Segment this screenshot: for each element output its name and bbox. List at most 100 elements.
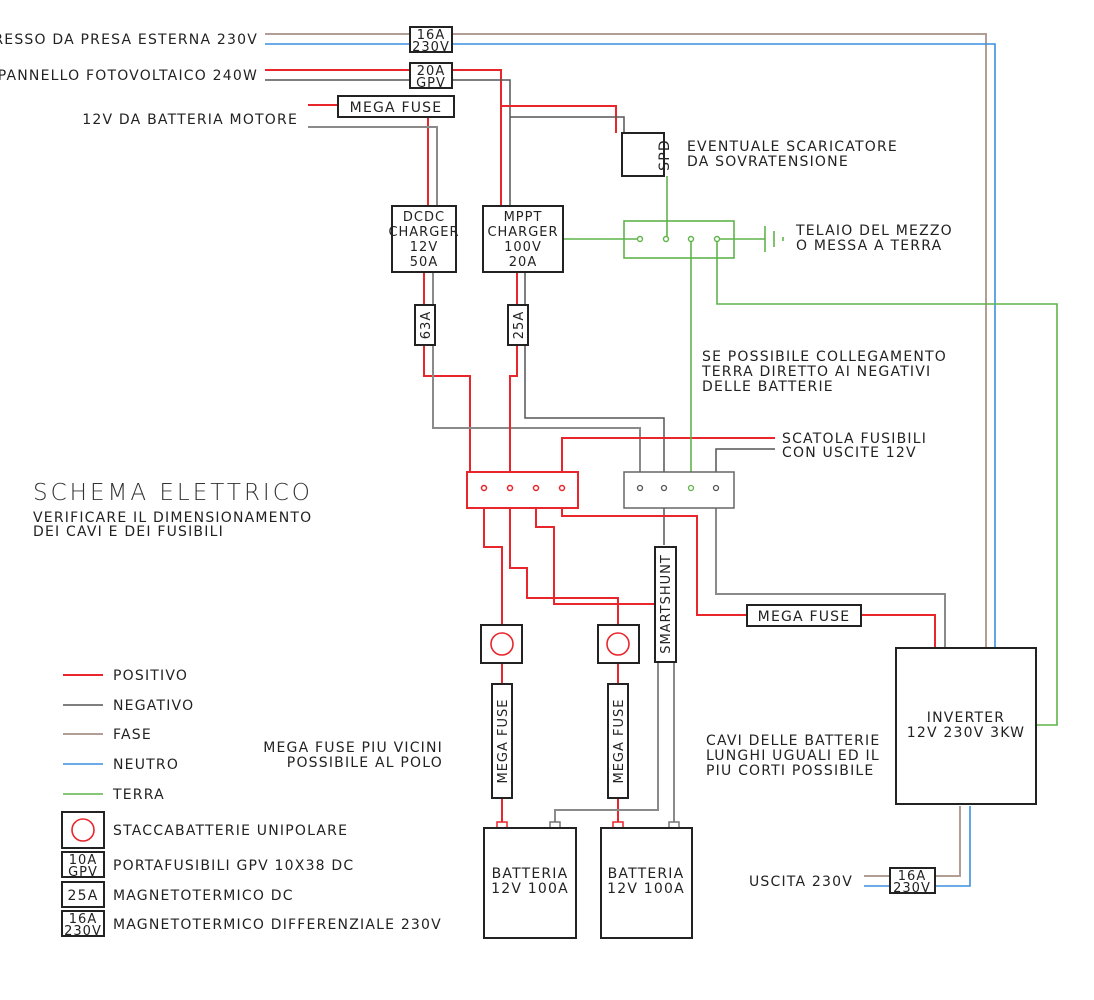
wire-negbus-to-inverter [715,500,946,648]
wire-busbar-to-disconnect-2 [509,490,619,625]
legend-item-differenziale: 16A 230V MAGNETOTERMICO DIFFERENZIALE 23… [61,910,442,939]
wire-spd-pos [501,105,617,133]
wire-input-neutral-run [452,43,996,648]
svg-text:12V 100A: 12V 100A [491,881,569,897]
earth-note-line-1: SE POSSIBILE COLLEGAMENTO [702,349,947,365]
engine-mega-fuse: MEGA FUSE [337,95,455,118]
dcdc-breaker-63a: 63A [414,304,436,346]
svg-text:63A: 63A [419,311,434,339]
wire-dcdc-neg [432,272,641,490]
battery-fuse-note-line-1: MEGA FUSE PIU VICINI [263,740,443,756]
battery-fuse-note-line-2: POSSIBILE AL POLO [287,755,443,771]
svg-text:25A: 25A [512,311,527,339]
svg-text:25A: 25A [68,888,99,904]
svg-text:12V 100A: 12V 100A [607,881,685,897]
wire-busbar-to-inverter-fuse [561,500,747,616]
svg-text:TERRA: TERRA [112,787,165,803]
wire-input-phase-run [452,33,987,648]
wire-output-neutral [935,806,971,887]
svg-text:INVERTER: INVERTER [927,710,1005,726]
svg-text:100V: 100V [504,240,542,255]
output-breaker: 16A 230V [889,867,936,896]
smartshunt: SMARTSHUNT [654,546,677,663]
svg-text:MPPT: MPPT [504,210,543,225]
svg-text:SMARTSHUNT: SMARTSHUNT [659,554,674,654]
legend-item-portafusibili: 10A GPV PORTAFUSIBILI GPV 10X38 DC [61,851,354,880]
battery-cable-note-line-3: PIU CORTI POSSIBILE [706,763,874,779]
svg-text:NEUTRO: NEUTRO [113,757,179,773]
inverter: INVERTER 12V 230V 3KW [895,647,1037,805]
earth-busbar [623,220,735,259]
chassis-ground-icon [764,226,784,252]
wire-solar-pos [452,69,502,206]
wire-output-phase [935,806,961,877]
svg-text:MEGA FUSE: MEGA FUSE [350,100,443,116]
svg-text:NEGATIVO: NEGATIVO [113,698,194,714]
svg-text:230V: 230V [64,924,102,939]
wires [265,33,1058,887]
svg-text:50A: 50A [410,255,438,270]
battery-disconnect-1[interactable] [480,624,523,664]
battery-2: BATTERIA 12V 100A [600,821,693,939]
svg-text:DCDC: DCDC [403,210,445,225]
svg-text:MEGA FUSE: MEGA FUSE [496,699,511,784]
svg-text:16A: 16A [417,28,445,43]
schematic-title: SCHEMA ELETTRICO [33,480,313,506]
wire-busbar-to-disconnect-1 [483,490,503,625]
schematic-subtitle-line-1: VERIFICARE IL DIMENSIONAMENTO [33,510,312,526]
wire-megafuse-to-inverter [861,614,936,648]
svg-text:20A: 20A [417,64,445,79]
wire-earth-to-inverter [716,239,1058,726]
schematic-subtitle-line-2: DEI CAVI E DEI FUSIBILI [33,524,224,540]
wire-mppt-pos-busbar [509,345,518,490]
negative-busbar [623,471,735,509]
wire-spd-neg [510,116,625,133]
svg-text:BATTERIA: BATTERIA [608,866,685,882]
legend-item-magnetotermico-dc: 25A MAGNETOTERMICO DC [61,881,292,908]
grid-input-label: INGRESSO DA PRESA ESTERNA 230V [0,32,258,48]
legend-item-neutro: NEUTRO [63,757,179,773]
spd-note-line-1: EVENTUALE SCARICATORE [687,139,898,155]
svg-text:STACCABATTERIE UNIPOLARE: STACCABATTERIE UNIPOLARE [113,823,348,839]
ground-note-line-1: TELAIO DEL MEZZO [795,223,953,239]
ground-note-line-2: O MESSA A TERRA [796,238,942,254]
battery-cable-note-line-1: CAVI DELLE BATTERIE [706,733,880,749]
battery-1-mega-fuse: MEGA FUSE [491,683,513,799]
surge-protector: SPD [621,132,673,177]
svg-text:MEGA FUSE: MEGA FUSE [612,699,627,784]
solar-panel-label: PANNELLO FOTOVOLTAICO 240W [0,68,258,84]
engine-battery-label: 12V DA BATTERIA MOTORE [82,112,298,128]
output-label: USCITA 230V [749,874,853,890]
svg-text:POSITIVO: POSITIVO [113,668,188,684]
svg-text:FASE: FASE [113,727,152,743]
battery-1: BATTERIA 12V 100A [483,821,577,939]
wire-solar-neg [452,79,511,206]
fusebox-note-line-1: SCATOLA FUSIBILI [782,431,927,447]
svg-text:BATTERIA: BATTERIA [492,866,569,882]
svg-text:CHARGER: CHARGER [487,225,558,240]
svg-text:MEGA FUSE: MEGA FUSE [758,609,851,625]
earth-note-line-2: TERRA DIRETTO AI NEGATIVI [701,364,931,380]
mppt-breaker-25a: 25A [507,304,529,346]
legend-item-terra: TERRA [63,787,165,803]
svg-text:10A: 10A [69,853,97,868]
earth-note-line-3: DELLE BATTERIE [702,379,834,395]
svg-text:20A: 20A [509,255,537,270]
legend-item-positivo: POSITIVO [63,668,188,684]
battery-2-mega-fuse: MEGA FUSE [607,683,629,799]
legend-item-staccabatterie: STACCABATTERIE UNIPOLARE [61,811,348,849]
battery-disconnect-2[interactable] [597,624,640,664]
svg-text:MAGNETOTERMICO DIFFERENZIALE 2: MAGNETOTERMICO DIFFERENZIALE 230V [113,917,442,933]
svg-text:PORTAFUSIBILI GPV 10X38 DC: PORTAFUSIBILI GPV 10X38 DC [113,858,354,874]
svg-text:230V: 230V [893,881,931,896]
battery-cable-note-line-2: LUNGHI UGUALI ED IL [706,748,880,764]
wire-busbar-to-smartshunt [535,490,655,605]
svg-text:230V: 230V [412,40,450,55]
svg-text:12V: 12V [410,240,438,255]
svg-text:CHARGER: CHARGER [388,225,459,240]
svg-text:GPV: GPV [416,76,446,91]
positive-busbar [466,471,579,509]
spd-note-line-2: DA SOVRATENSIONE [687,154,849,170]
svg-text:16A: 16A [898,869,926,884]
